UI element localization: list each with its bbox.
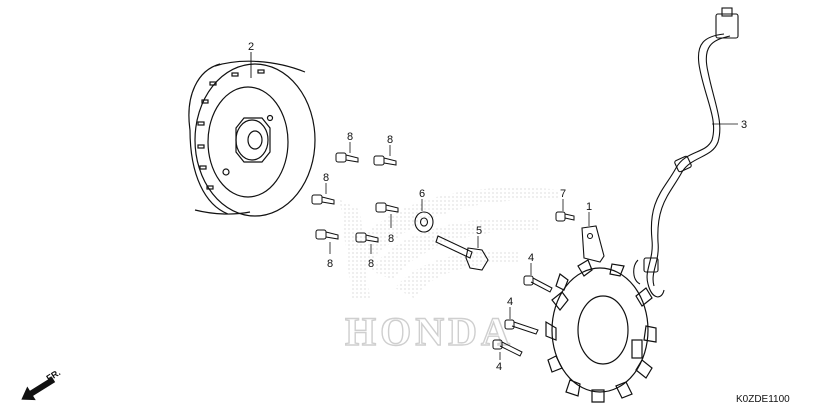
- bolt-4b: [504, 319, 539, 335]
- front-direction-label: FR.: [45, 367, 63, 383]
- front-direction-arrow-icon: [21, 376, 56, 401]
- bolt-8c: [311, 194, 335, 205]
- bolt-4a: [523, 275, 553, 293]
- bolt-8d: [375, 202, 399, 213]
- wire-clamp-bracket-1: [581, 225, 605, 263]
- callout-4c: 4: [496, 361, 502, 373]
- bolt-8f: [355, 232, 379, 243]
- callout-8d: 8: [388, 233, 394, 245]
- stator-coil-3: [545, 259, 657, 403]
- wiring-harness: [633, 7, 739, 298]
- diagram-code: K0ZDE1100: [736, 394, 790, 405]
- callout-8a: 8: [347, 131, 353, 143]
- callout-4a: 4: [528, 252, 534, 264]
- bolt-8b: [373, 155, 397, 166]
- callout-8e: 8: [327, 258, 333, 270]
- honda-watermark-text: HONDA: [345, 309, 514, 354]
- callout-1: 1: [586, 201, 592, 213]
- callout-5: 5: [476, 225, 482, 237]
- bolt-7: [555, 211, 575, 222]
- callout-8c: 8: [323, 172, 329, 184]
- bolt-8e: [315, 229, 339, 240]
- callout-6: 6: [419, 188, 425, 200]
- bolt-4c: [492, 339, 523, 357]
- callout-3: 3: [741, 119, 747, 131]
- callout-8b: 8: [387, 134, 393, 146]
- washer-6: [414, 211, 434, 233]
- callout-7: 7: [560, 188, 566, 200]
- callout-4b: 4: [507, 296, 513, 308]
- flange-bolt-5: [435, 235, 489, 271]
- honda-wing-logo: [340, 187, 560, 300]
- callout-8f: 8: [368, 258, 374, 270]
- bolt-8a: [335, 152, 359, 163]
- callout-2: 2: [248, 41, 254, 53]
- flywheel-rotor: [188, 60, 316, 217]
